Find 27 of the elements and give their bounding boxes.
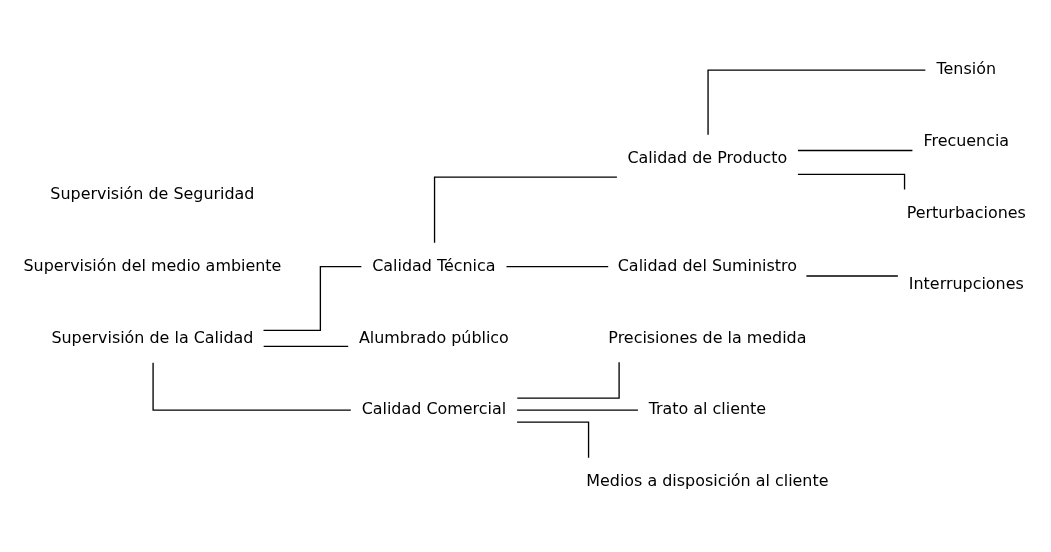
node-text: Calidad Técnica (372, 255, 496, 275)
node-text: Frecuencia (923, 131, 1010, 151)
connector (262, 266, 363, 332)
node-text: Tensión (936, 59, 997, 79)
node-text: Alumbrado público (358, 327, 509, 347)
node-text: Perturbaciones (906, 202, 1026, 222)
node-text: Trato al cliente (648, 399, 767, 419)
connector (805, 275, 899, 277)
node-text: Supervisión de Seguridad (50, 184, 255, 204)
node-text: Calidad de Producto (627, 148, 788, 168)
connector (516, 361, 620, 399)
connector (433, 176, 618, 244)
connector (797, 173, 906, 191)
connector (516, 421, 590, 459)
node-text: Medios a disposición al cliente (586, 470, 829, 490)
connector (797, 149, 914, 152)
node-text: Calidad del Suministro (617, 255, 798, 275)
connector (152, 362, 352, 411)
node-text: Calidad Comercial (361, 399, 507, 419)
node-text: Supervisión de la Calidad (51, 327, 254, 347)
connector (263, 345, 349, 348)
connector (505, 266, 609, 268)
connector (707, 69, 927, 136)
node-text: Interrupciones (908, 274, 1024, 294)
connector (516, 409, 639, 411)
node-text: Supervisión del medio ambiente (23, 255, 282, 275)
node-text: Precisiones de la medida (608, 327, 807, 347)
